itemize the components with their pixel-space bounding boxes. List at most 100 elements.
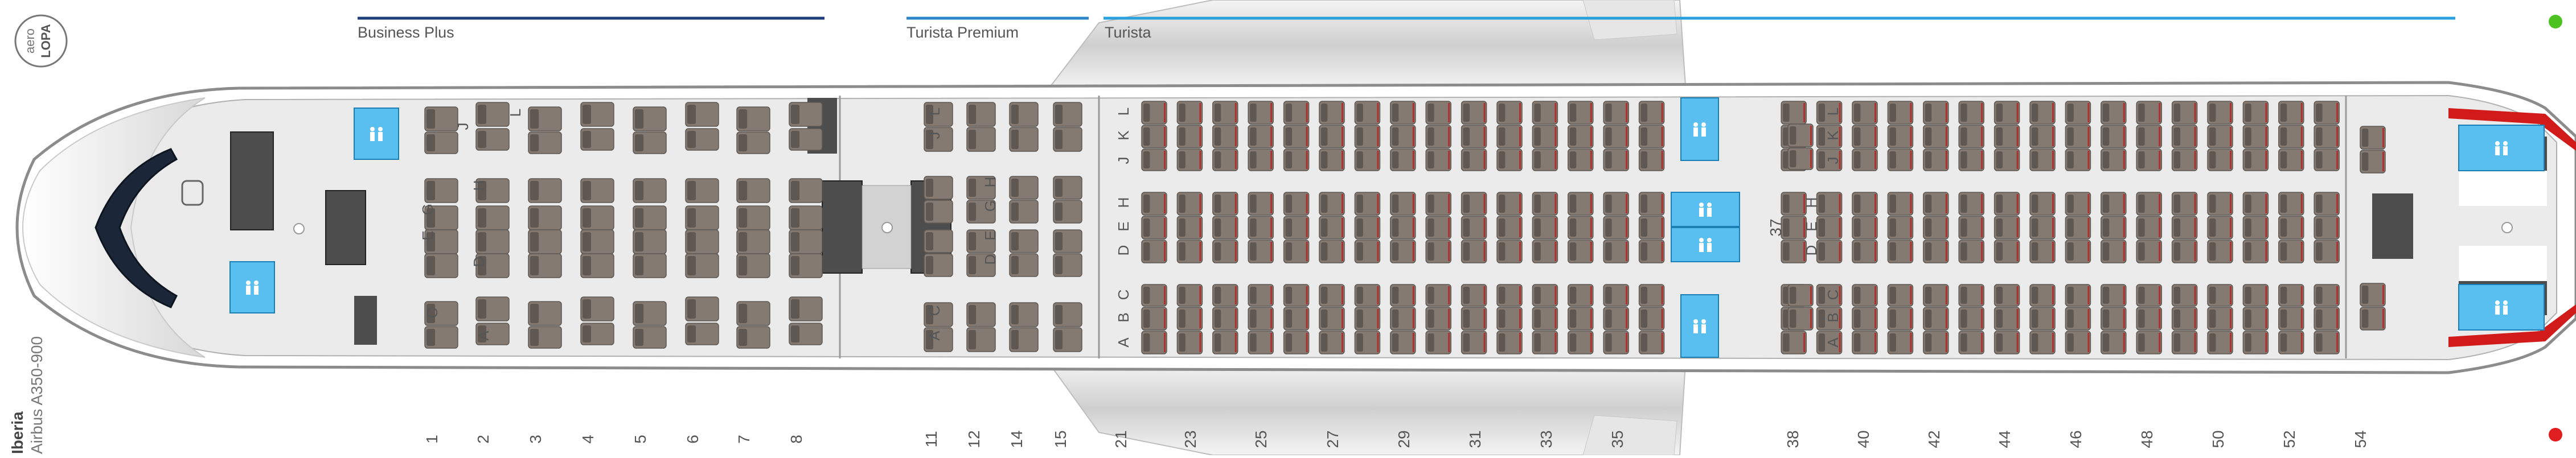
- seat-business[interactable]: [528, 253, 562, 278]
- seat-economy[interactable]: [1212, 125, 1238, 148]
- seat-economy[interactable]: [1923, 125, 1949, 148]
- seat-business[interactable]: [685, 205, 719, 230]
- seat-economy[interactable]: [1461, 125, 1487, 148]
- seat-economy[interactable]: [1887, 125, 1914, 148]
- seat-business[interactable]: [528, 131, 562, 154]
- seat-economy[interactable]: [1852, 307, 1878, 331]
- seat-economy[interactable]: [2171, 125, 2198, 148]
- seat-economy[interactable]: [1212, 331, 1238, 354]
- seat-economy[interactable]: [1603, 216, 1629, 240]
- seat-economy[interactable]: [1816, 192, 1843, 216]
- seat-economy[interactable]: [1532, 192, 1558, 216]
- seat-business[interactable]: [475, 323, 510, 345]
- seat-economy[interactable]: [1816, 148, 1843, 171]
- seat-economy[interactable]: [1425, 284, 1451, 307]
- seat-economy[interactable]: [1425, 331, 1451, 354]
- seat-economy[interactable]: [1248, 331, 1274, 354]
- seat-economy[interactable]: [1354, 331, 1381, 354]
- seat-economy[interactable]: [1319, 331, 1345, 354]
- seat-business[interactable]: [789, 296, 823, 321]
- seat-economy[interactable]: [2101, 307, 2127, 331]
- seat-economy[interactable]: [1212, 192, 1238, 216]
- seat-business[interactable]: [633, 205, 667, 230]
- seat-economy[interactable]: [1176, 331, 1203, 354]
- seat-economy[interactable]: [1993, 125, 2020, 148]
- seat-economy[interactable]: [1816, 216, 1843, 240]
- seat-economy[interactable]: [1390, 148, 1416, 171]
- seat-premium[interactable]: [924, 127, 953, 152]
- seat-economy[interactable]: [1852, 101, 1878, 125]
- seat-economy[interactable]: [1390, 331, 1416, 354]
- seat-business[interactable]: [580, 229, 614, 254]
- seat-economy[interactable]: [1461, 240, 1487, 263]
- seat-business[interactable]: [424, 131, 458, 154]
- seat-economy[interactable]: [2171, 331, 2198, 354]
- seat-economy[interactable]: [1568, 101, 1594, 125]
- seat-economy[interactable]: [1638, 307, 1665, 331]
- seat-economy[interactable]: [2171, 240, 2198, 263]
- seat-business[interactable]: [736, 178, 770, 203]
- seat-economy[interactable]: [1496, 216, 1523, 240]
- seat-economy[interactable]: [1532, 216, 1558, 240]
- seat-economy[interactable]: [2065, 216, 2091, 240]
- seat-economy[interactable]: [1425, 148, 1451, 171]
- seat-economy[interactable]: [1390, 101, 1416, 125]
- seat-business[interactable]: [789, 178, 823, 203]
- seat-economy[interactable]: [2314, 307, 2340, 331]
- seat-economy[interactable]: [1923, 148, 1949, 171]
- seat-economy[interactable]: [2029, 331, 2056, 354]
- seat-economy[interactable]: [1319, 148, 1345, 171]
- seat-economy[interactable]: [2065, 125, 2091, 148]
- seat-economy[interactable]: [1212, 101, 1238, 125]
- seat-economy[interactable]: [2242, 331, 2269, 354]
- seat-economy[interactable]: [1141, 148, 1167, 171]
- seat-economy[interactable]: [2207, 125, 2233, 148]
- seat-premium[interactable]: [924, 302, 953, 327]
- seat-premium[interactable]: [1009, 127, 1039, 152]
- seat-business[interactable]: [528, 205, 562, 230]
- seat-economy[interactable]: [2029, 101, 2056, 125]
- seat-economy[interactable]: [2360, 283, 2386, 307]
- seat-economy[interactable]: [1568, 148, 1594, 171]
- seat-economy[interactable]: [1923, 101, 1949, 125]
- seat-economy[interactable]: [1816, 240, 1843, 263]
- seat-economy[interactable]: [1568, 192, 1594, 216]
- seat-premium[interactable]: [924, 327, 953, 352]
- seat-economy[interactable]: [2065, 284, 2091, 307]
- seat-economy[interactable]: [2278, 101, 2304, 125]
- seat-business[interactable]: [736, 253, 770, 278]
- seat-business[interactable]: [580, 253, 614, 278]
- seat-economy[interactable]: [1248, 240, 1274, 263]
- seat-business[interactable]: [475, 253, 510, 278]
- seat-business[interactable]: [633, 253, 667, 278]
- seat-economy[interactable]: [1496, 148, 1523, 171]
- seat-premium[interactable]: [1009, 327, 1039, 352]
- seat-economy[interactable]: [2065, 240, 2091, 263]
- seat-economy[interactable]: [1319, 125, 1345, 148]
- seat-economy[interactable]: [1852, 192, 1878, 216]
- seat-business[interactable]: [685, 253, 719, 278]
- seat-economy[interactable]: [1532, 331, 1558, 354]
- seat-economy[interactable]: [2242, 307, 2269, 331]
- seat-economy[interactable]: [2065, 192, 2091, 216]
- seat-economy[interactable]: [2242, 284, 2269, 307]
- seat-economy[interactable]: [1425, 307, 1451, 331]
- seat-economy[interactable]: [1319, 192, 1345, 216]
- seat-economy[interactable]: [2360, 126, 2386, 150]
- seat-economy[interactable]: [2278, 331, 2304, 354]
- seat-economy[interactable]: [1993, 101, 2020, 125]
- seat-economy[interactable]: [2278, 307, 2304, 331]
- seat-economy[interactable]: [1532, 125, 1558, 148]
- seat-economy[interactable]: [1568, 125, 1594, 148]
- seat-economy[interactable]: [2065, 148, 2091, 171]
- seat-economy[interactable]: [1354, 307, 1381, 331]
- seat-economy[interactable]: [2242, 148, 2269, 171]
- seat-economy[interactable]: [1958, 148, 1984, 171]
- seat-economy[interactable]: [1781, 101, 1807, 125]
- seat-business[interactable]: [789, 253, 823, 278]
- seat-business[interactable]: [633, 326, 667, 349]
- seat-economy[interactable]: [1923, 240, 1949, 263]
- seat-business[interactable]: [789, 229, 823, 254]
- seat-economy[interactable]: [1425, 216, 1451, 240]
- seat-economy[interactable]: [1852, 331, 1878, 354]
